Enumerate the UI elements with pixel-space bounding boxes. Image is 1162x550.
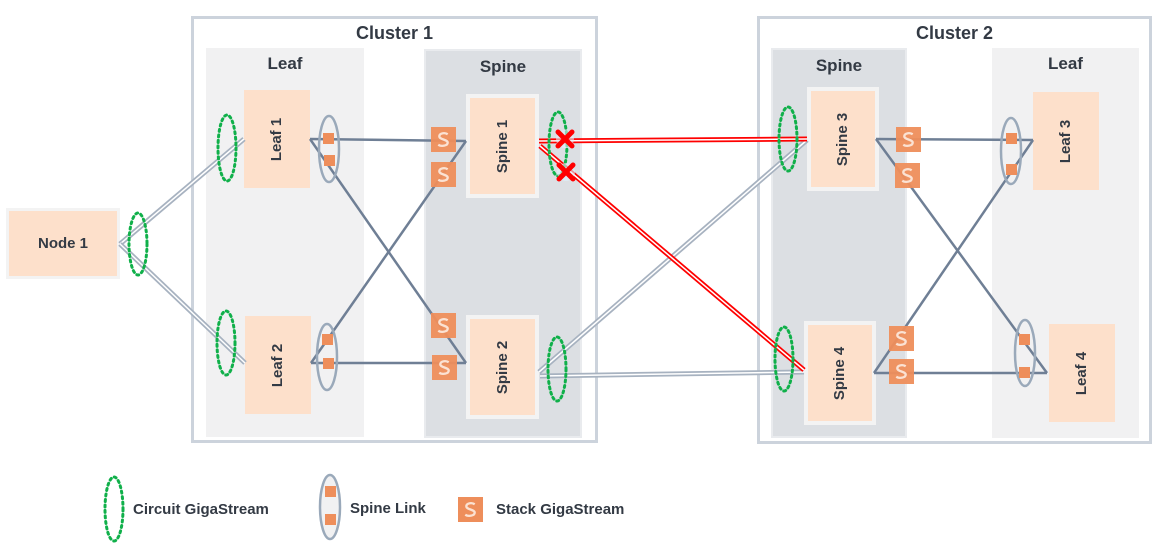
- legend-stack-gigastream-icon: [458, 497, 483, 522]
- cluster-2-leaf-title: Leaf: [1048, 54, 1083, 73]
- device-leaf-2-label: Leaf 2: [269, 343, 287, 387]
- legend-spine-link-label: Spine Link: [350, 500, 426, 517]
- device-spine-1-label: Spine 1: [493, 119, 511, 173]
- device-leaf-2[interactable]: Leaf 2: [245, 316, 311, 414]
- device-leaf-1[interactable]: Leaf 1: [244, 90, 310, 188]
- device-node-1[interactable]: Node 1: [6, 208, 120, 279]
- device-leaf-1-label: Leaf 1: [268, 117, 286, 161]
- device-spine-3-label: Spine 3: [834, 112, 852, 166]
- device-leaf-3-label: Leaf 3: [1057, 119, 1075, 163]
- legend-circuit-gigastream-label: Circuit GigaStream: [133, 501, 269, 518]
- legend-stack-gigastream-label: Stack GigaStream: [496, 501, 625, 518]
- device-spine-2[interactable]: Spine 2: [466, 315, 539, 419]
- device-leaf-4[interactable]: Leaf 4: [1049, 324, 1115, 422]
- device-node-1-label: Node 1: [37, 235, 88, 252]
- legend-circuit-gigastream-icon: [103, 475, 125, 543]
- cluster-1-spine-title: Spine: [479, 57, 527, 76]
- cluster-1-leaf-title: Leaf: [267, 54, 303, 73]
- circuit-gigastream-node1[interactable]: [127, 211, 149, 277]
- cluster-2-spine-title: Spine: [815, 56, 863, 75]
- legend-spine-link-icon: [318, 473, 342, 541]
- cluster-1-title: Cluster 1: [355, 23, 434, 43]
- device-spine-2-label: Spine 2: [493, 340, 511, 394]
- device-spine-1[interactable]: Spine 1: [466, 94, 539, 198]
- device-leaf-4-label: Leaf 4: [1073, 351, 1091, 395]
- device-spine-4-label: Spine 4: [831, 346, 849, 400]
- device-leaf-3[interactable]: Leaf 3: [1033, 92, 1099, 190]
- cluster-2-title: Cluster 2: [915, 23, 994, 43]
- device-spine-4[interactable]: Spine 4: [804, 321, 876, 425]
- device-spine-3[interactable]: Spine 3: [807, 87, 879, 191]
